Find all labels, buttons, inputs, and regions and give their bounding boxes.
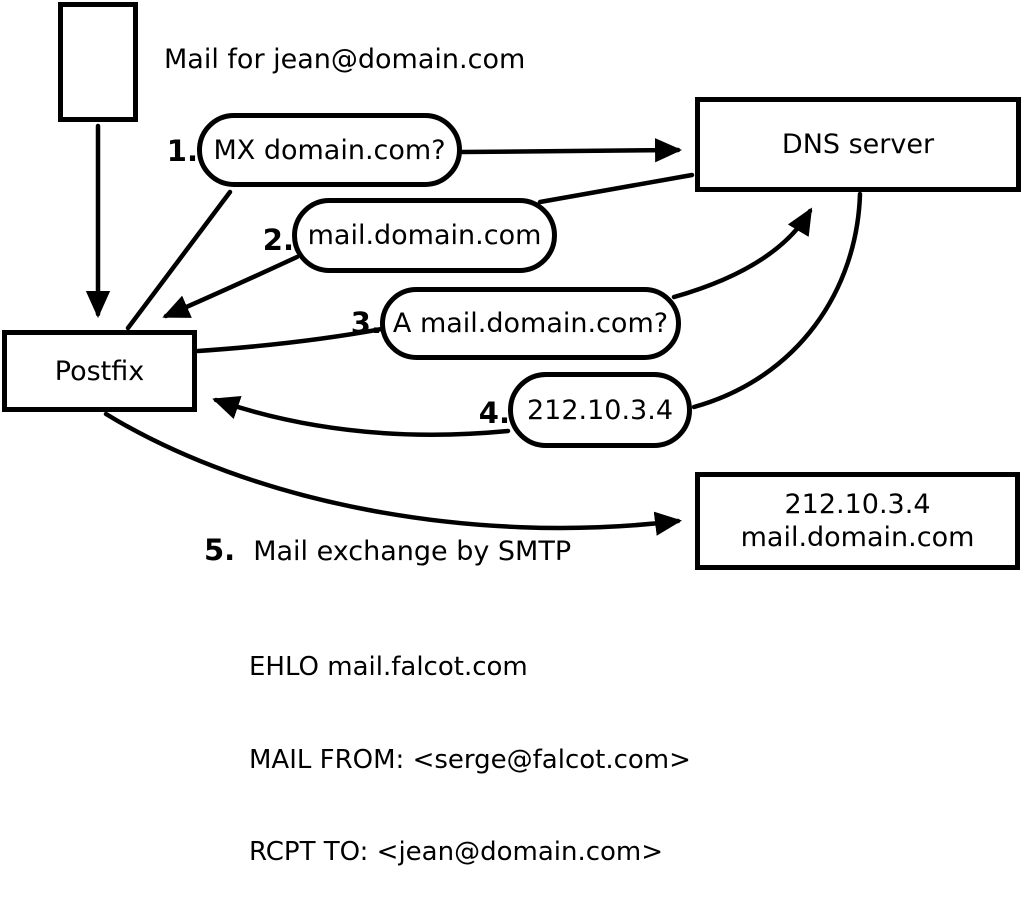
step-5-caption: 5. Mail exchange by SMTP [204, 533, 571, 567]
mail-server-box: 212.10.3.4 mail.domain.com [695, 472, 1020, 570]
answer-pill-ip-label: 212.10.3.4 [527, 394, 673, 426]
query-pill-mx-label: MX domain.com? [213, 134, 446, 166]
step-number-3: 3. [350, 306, 382, 340]
query-pill-a-record-label: A mail.domain.com? [392, 308, 669, 339]
step-number-5: 5. [204, 533, 236, 567]
line-postfix-to-query3 [195, 326, 385, 354]
answer-pill-ip: 212.10.3.4 [508, 372, 692, 448]
answer-pill-mx-result: mail.domain.com [292, 198, 557, 273]
step-number-2: 2. [262, 223, 294, 257]
smtp-session-line: MAIL FROM: <serge@falcot.com> [249, 744, 691, 775]
line-dns-to-answer4 [691, 191, 863, 410]
dns-server-box: DNS server [695, 97, 1021, 192]
arrow-query3-to-dns [671, 207, 813, 300]
answer-pill-mx-result-label: mail.domain.com [307, 220, 542, 251]
postfix-box: Postfix [2, 330, 197, 412]
arrow-answer2-to-postfix [162, 254, 300, 319]
arrow-answer4-to-postfix [212, 395, 511, 437]
caption-mail-for: Mail for jean@domain.com [164, 44, 526, 75]
step-number-4: 4. [478, 396, 510, 430]
dns-server-label: DNS server [781, 129, 935, 160]
step-number-1: 1. [166, 134, 198, 168]
postfix-label: Postfix [54, 355, 145, 387]
step-5-label: Mail exchange by SMTP [253, 536, 572, 567]
smtp-session-line: RCPT TO: <jean@domain.com> [249, 837, 664, 868]
smtp-session-line: EHLO mail.falcot.com [249, 652, 528, 682]
line-postfix-to-query1 [125, 189, 233, 331]
arrow-smtp-exchange [103, 411, 683, 536]
query-pill-a-record: A mail.domain.com? [380, 287, 681, 360]
arrow-query1-to-dns [459, 138, 683, 163]
smtp-session-transcript: EHLO mail.falcot.com MAIL FROM: <serge@f… [249, 591, 691, 919]
mail-envelope-shape [58, 2, 138, 122]
mail-server-ip: 212.10.3.4 [784, 489, 931, 520]
mail-server-hostname: mail.domain.com [740, 522, 975, 553]
line-dns-to-answer2 [537, 172, 695, 205]
query-pill-mx: MX domain.com? [197, 113, 462, 187]
